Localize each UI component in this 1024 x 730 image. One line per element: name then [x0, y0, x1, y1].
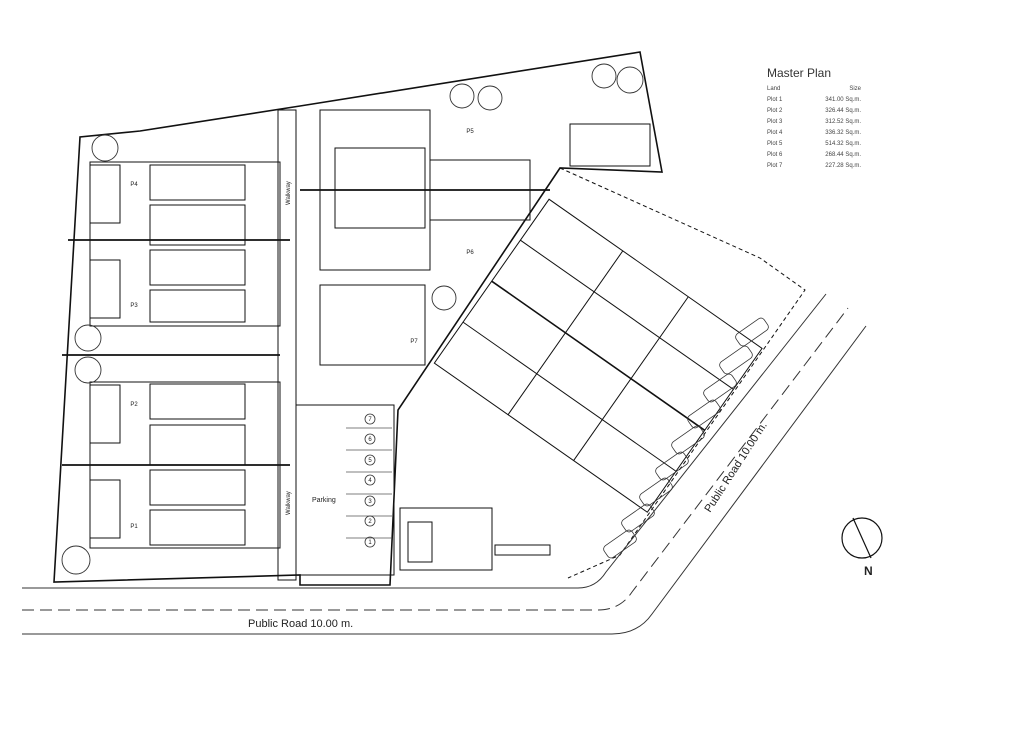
legend-size: 336.32 Sq.m. — [825, 130, 861, 136]
legend-land: Plot 5 — [767, 141, 783, 147]
plot-label-p5: P5 — [466, 129, 474, 135]
plot-label-p1: P1 — [130, 524, 138, 530]
car-icon — [621, 503, 655, 533]
north-label: N — [864, 564, 873, 578]
parking-number: 7 — [368, 417, 372, 423]
car-icon — [671, 425, 705, 455]
tree-icon — [431, 285, 457, 311]
plot-label-p3: P3 — [130, 303, 138, 309]
tree-icon — [591, 63, 617, 89]
legend-row: Plot 1 341.00 Sq.m. — [767, 95, 867, 106]
legend-row: Plot 4 336.32 Sq.m. — [767, 128, 867, 139]
car-icon — [703, 373, 737, 403]
tree-icon — [61, 545, 91, 575]
building-block-upper-left — [89, 161, 281, 327]
legend-size: 312.52 Sq.m. — [825, 119, 861, 125]
car-icon — [687, 399, 721, 429]
tree-icon — [74, 356, 102, 384]
legend-row: Plot 5 514.32 Sq.m. — [767, 139, 867, 150]
tree-icon — [449, 83, 475, 109]
site-boundary — [53, 51, 663, 586]
legend-size: 326.44 Sq.m. — [825, 108, 861, 114]
legend-size: 514.32 Sq.m. — [825, 141, 861, 147]
plot-label-p4: P4 — [130, 182, 138, 188]
car-icon — [735, 317, 769, 347]
north-arrow-icon — [841, 517, 883, 559]
parking-lot — [295, 404, 395, 576]
plot-label-p7: P7 — [410, 339, 418, 345]
car-icon — [603, 529, 637, 559]
legend-col-land: Land — [767, 86, 781, 92]
legend-row: Plot 3 312.52 Sq.m. — [767, 117, 867, 128]
tree-icon — [91, 134, 119, 162]
legend-land: Plot 6 — [767, 152, 783, 158]
plot-label-p6: P6 — [466, 250, 474, 256]
legend-size: 227.28 Sq.m. — [825, 163, 861, 169]
legend-land: Plot 2 — [767, 108, 783, 114]
legend-col-size: Size — [849, 86, 861, 92]
tree-icon — [477, 85, 503, 111]
car-icon — [655, 451, 689, 481]
tree-icon — [74, 324, 102, 352]
parking-number: 3 — [368, 499, 372, 505]
legend-land: Plot 4 — [767, 130, 783, 136]
tree-icon — [616, 66, 644, 94]
legend-row: Plot 7 227.28 Sq.m. — [767, 161, 867, 172]
car-icon — [719, 345, 753, 375]
legend-land: Plot 1 — [767, 97, 783, 103]
walkway-label-top: Walkway — [286, 181, 292, 205]
legend-size: 268.44 Sq.m. — [825, 152, 861, 158]
legend-row: Plot 2 326.44 Sq.m. — [767, 106, 867, 117]
car-icon — [639, 477, 673, 507]
parking-label: Parking — [312, 497, 336, 504]
parking-number: 4 — [368, 478, 372, 484]
legend-size: 341.00 Sq.m. — [825, 97, 861, 103]
legend-header: Land Size — [767, 84, 867, 95]
legend-land: Plot 3 — [767, 119, 783, 125]
parking-number: 2 — [368, 519, 372, 525]
road-edge-bottom-2 — [22, 325, 867, 635]
road-edge-bottom-1 — [22, 293, 827, 589]
plot-label-p2: P2 — [130, 402, 138, 408]
parking-number: 6 — [368, 437, 372, 443]
walkway-label-bottom: Walkway — [286, 491, 292, 515]
road-label-bottom: Public Road 10.00 m. — [248, 618, 353, 630]
legend-land: Plot 7 — [767, 163, 783, 169]
legend-row: Plot 6 268.44 Sq.m. — [767, 150, 867, 161]
legend-title: Master Plan — [767, 66, 832, 80]
parking-number: 5 — [368, 458, 372, 464]
road-centerline-bottom — [22, 307, 849, 611]
parking-number: 1 — [368, 540, 372, 546]
right-boundary — [559, 167, 806, 579]
master-plan-legend: Master Plan Land Size Plot 1 341.00 Sq.m.… — [767, 66, 867, 172]
